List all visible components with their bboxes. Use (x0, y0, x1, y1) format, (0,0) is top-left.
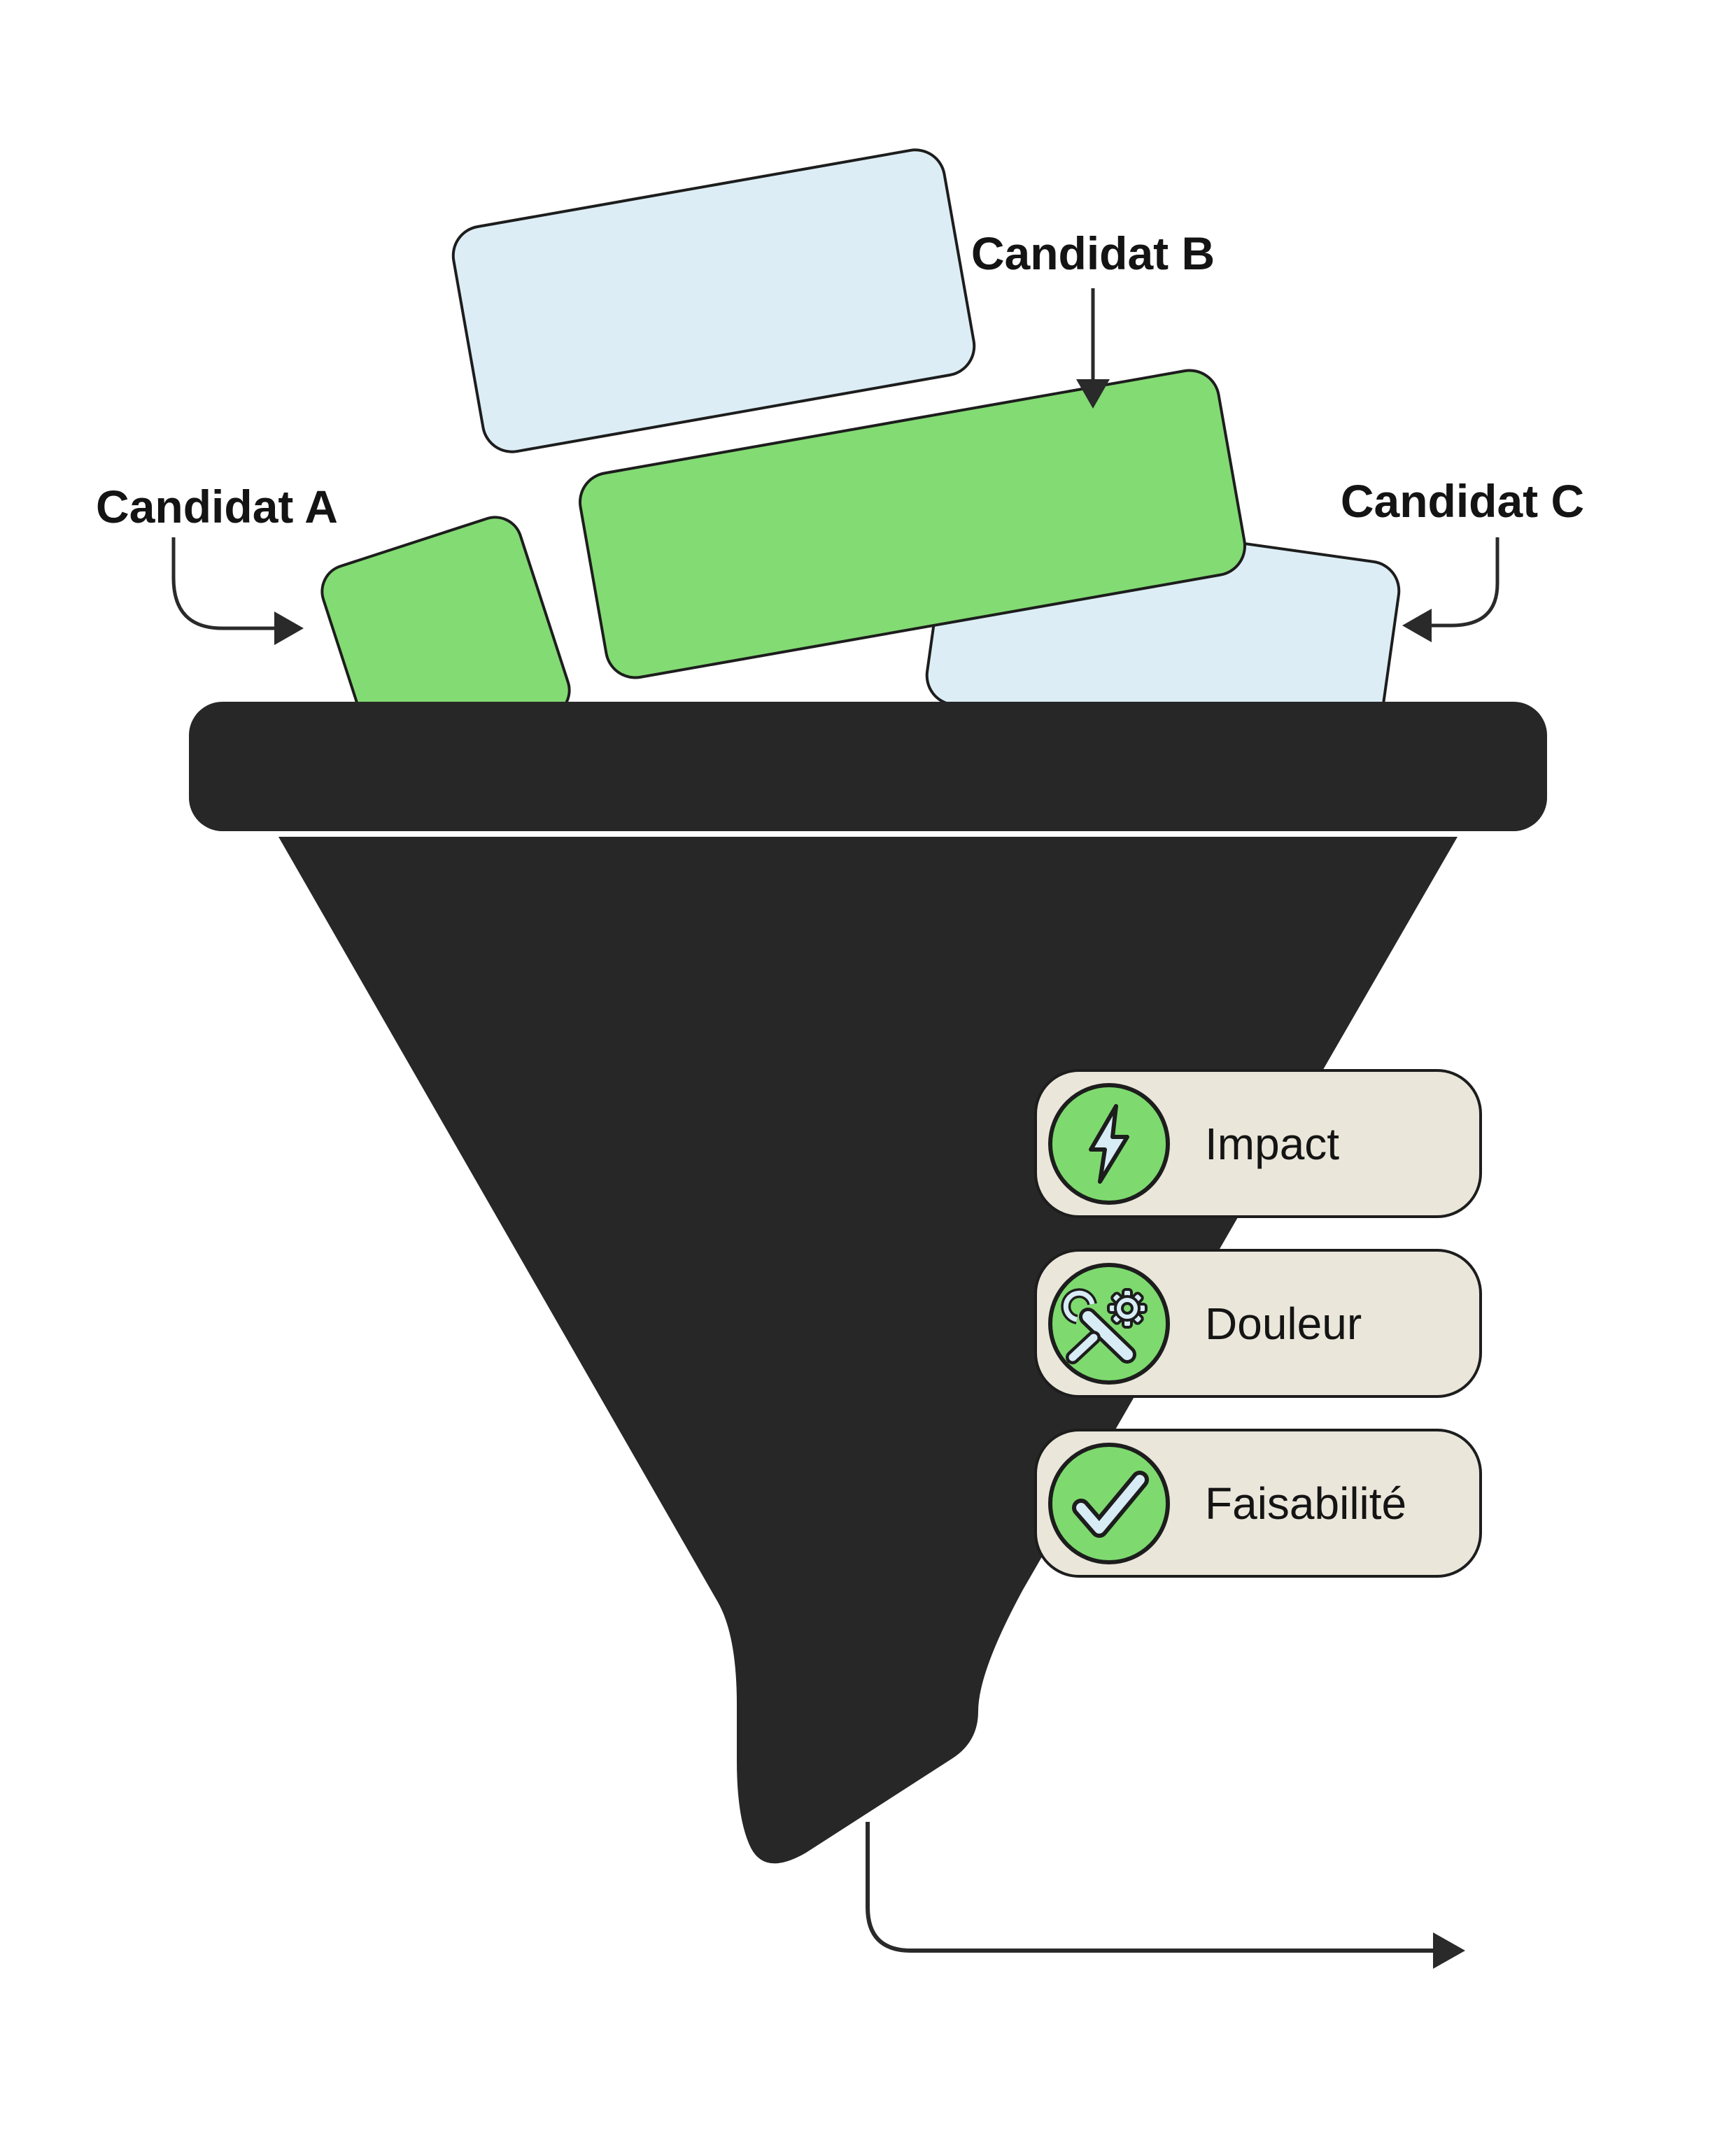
criterion-badge-faisabilite: Faisabilité (1034, 1429, 1482, 1578)
candidate-block-blue-top (446, 143, 981, 458)
candidate-a-arrow (171, 537, 304, 645)
criterion-label: Douleur (1205, 1298, 1362, 1349)
candidate-c-label: Candidat C (1340, 475, 1585, 527)
wrench-gear-icon (1048, 1262, 1170, 1385)
check-icon (1048, 1442, 1170, 1564)
criterion-label: Impact (1205, 1118, 1340, 1169)
funnel-output-arrow (866, 1822, 1465, 1969)
candidate-a-label: Candidat A (96, 481, 338, 532)
criterion-badge-douleur: Douleur (1034, 1249, 1482, 1398)
candidate-b-label: Candidat B (971, 227, 1215, 279)
funnel-rim (189, 702, 1547, 831)
candidate-c-arrow (1402, 537, 1499, 642)
criterion-label: Faisabilité (1205, 1478, 1407, 1529)
lightning-icon (1048, 1082, 1170, 1205)
criterion-badge-impact: Impact (1034, 1069, 1482, 1218)
